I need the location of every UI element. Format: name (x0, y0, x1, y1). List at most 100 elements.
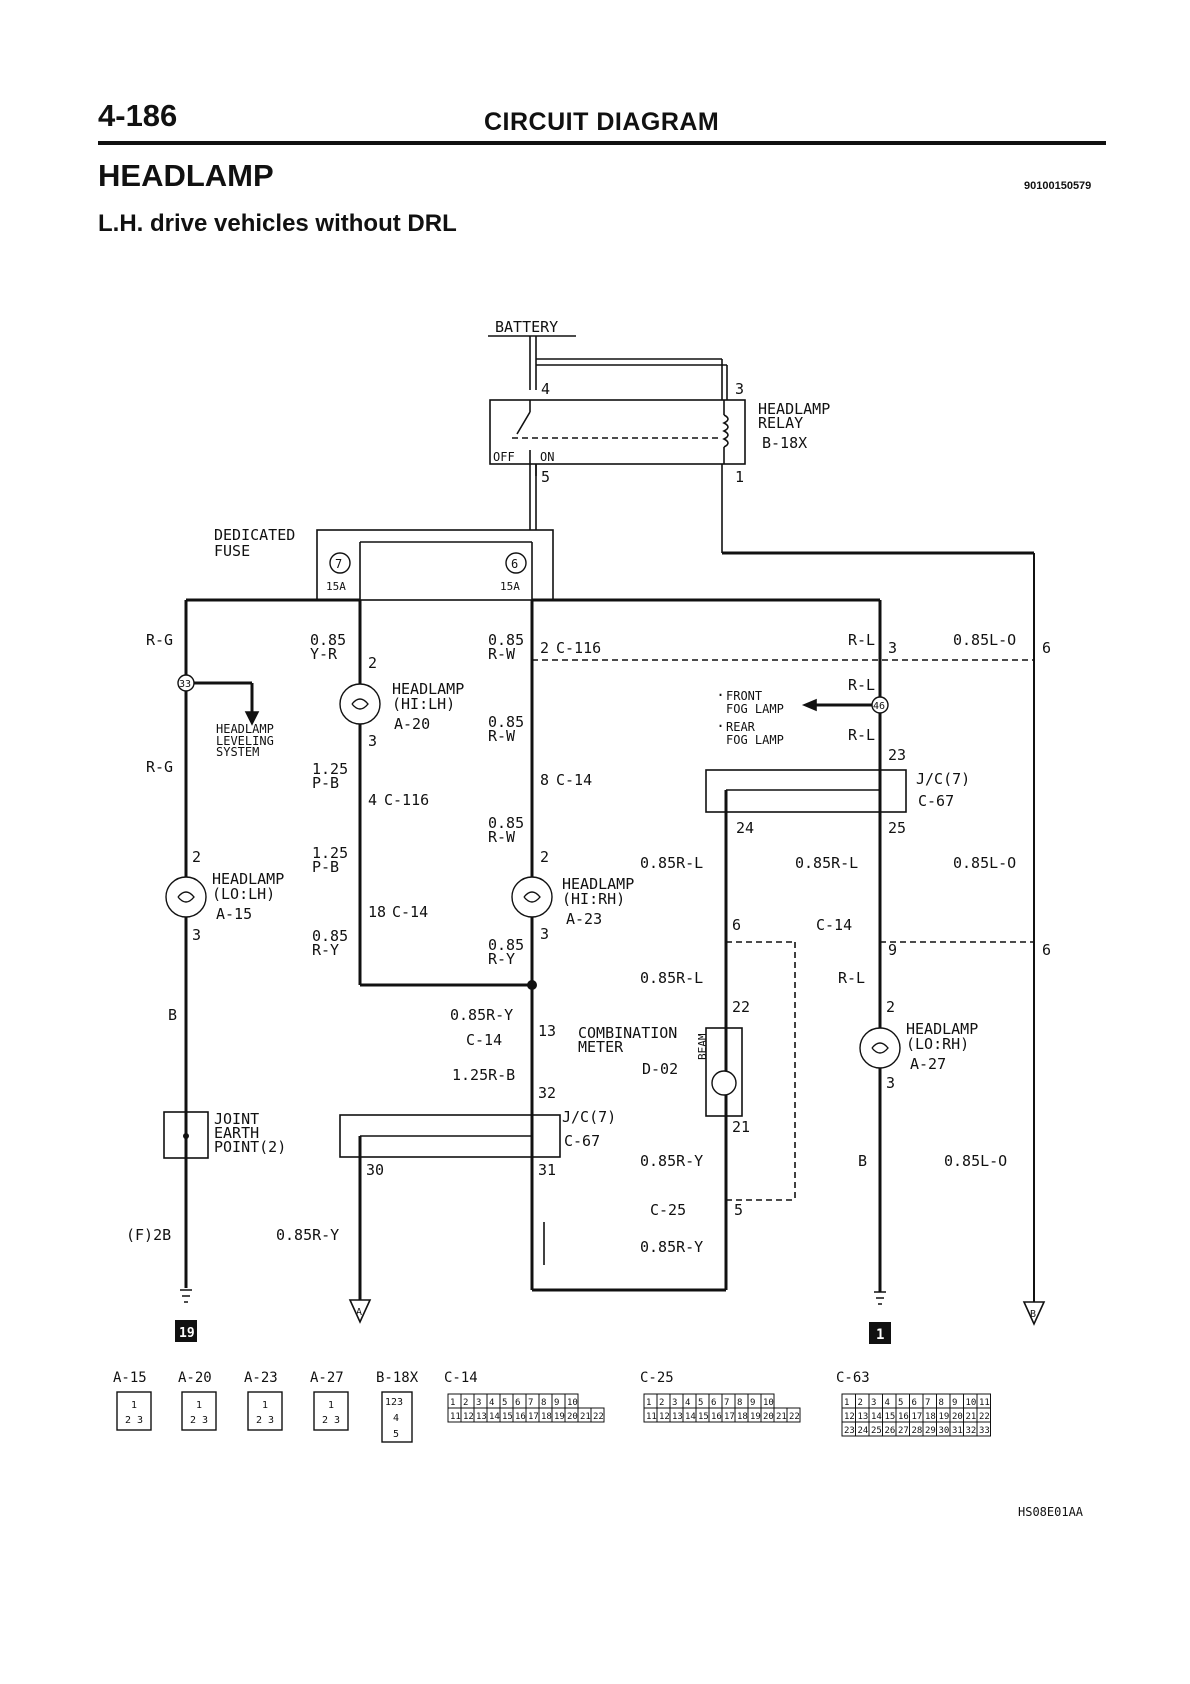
c25-pin: 5 (734, 1201, 743, 1219)
legend-relay-pin-4: 4 (393, 1413, 399, 1424)
legend-c63-pin: 20 (952, 1412, 963, 1422)
legend-c63-pin: 17 (912, 1412, 923, 1422)
legend-c25-pin: 1 (646, 1398, 651, 1408)
legend-label-a-27: A-27 (310, 1370, 344, 1386)
legend-c14-pin: 7 (528, 1398, 533, 1408)
legend-c63-pin: 10 (966, 1398, 977, 1408)
hl-lo-lh-sub: (LO:LH) (212, 885, 275, 903)
legend-c25-pin: 22 (789, 1412, 800, 1422)
legend-pin: 2 (125, 1415, 131, 1426)
fuse-name-2: FUSE (214, 542, 250, 560)
legend-c14-pin: 5 (502, 1398, 507, 1408)
legend-c63-pin: 26 (885, 1426, 896, 1436)
hl-hi-lh-pin-bot: 3 (368, 732, 377, 750)
legend-c63-pin: 31 (952, 1426, 963, 1436)
legend-c14-pin: 19 (554, 1412, 565, 1422)
hl-hi-lh-pin-top: 2 (368, 654, 377, 672)
wire-rw1-size: 0.85 (488, 631, 524, 649)
legend-c25-pin: 3 (672, 1398, 677, 1408)
meter-pin-top: 22 (732, 998, 750, 1016)
jc-upper-pin-in: 23 (888, 746, 906, 764)
wire-b-left: B (168, 1006, 177, 1024)
legend-pin: 3 (202, 1415, 208, 1426)
hl-lo-rh-pin-bot: 3 (886, 1074, 895, 1092)
fog-front-2: FOG LAMP (726, 702, 784, 716)
legend-c25-cell (786, 1407, 801, 1423)
wire-rw1-color: R-W (488, 645, 516, 663)
legend-c25-pin: 6 (711, 1398, 716, 1408)
battery-label: BATTERY (495, 318, 558, 336)
joint-earth-line1: JOINT (214, 1110, 259, 1128)
legend-connector-body (116, 1391, 152, 1431)
hl-hi-rh-pin-bot: 3 (540, 925, 549, 943)
wire-rl-1: R-L (848, 631, 875, 649)
hl-lo-rh-name: HEADLAMP (906, 1020, 978, 1038)
legend-label-a-15: A-15 (113, 1370, 147, 1386)
document-code: 90100150579 (1024, 180, 1092, 192)
wire-rl-4: R-L (838, 969, 865, 987)
wire-lo-2: 0.85L-O (953, 854, 1016, 872)
relay-on: ON (540, 450, 554, 464)
wire-ry-meter-1: 0.85R-Y (450, 1006, 513, 1024)
fog-rear-bullet: · (716, 717, 725, 735)
legend-pin: 3 (137, 1415, 143, 1426)
hl-hi-lh-name: HEADLAMP (392, 680, 464, 698)
legend-label-c-14: C-14 (444, 1370, 478, 1386)
jc-upper-name: J/C(7) (916, 770, 970, 788)
meter-beam: BEAM (696, 1033, 709, 1060)
legend-connector-body (313, 1391, 349, 1431)
legend-pin: 1 (262, 1400, 268, 1411)
legend-c63-pin: 19 (939, 1412, 950, 1422)
legend-c14-pin: 13 (476, 1412, 487, 1422)
legend-c63-pin: 14 (871, 1412, 882, 1422)
hl-lo-lh-name: HEADLAMP (212, 870, 284, 888)
wire-b-right: B (858, 1152, 867, 1170)
legend-label-a-20: A-20 (178, 1370, 212, 1386)
jc-upper-connector: C-67 (918, 792, 954, 810)
fuse-6-amp: 15A (500, 580, 520, 593)
ground-left-id: 19 (179, 1326, 195, 1341)
section-title: CIRCUIT DIAGRAM (484, 108, 720, 136)
legend-c25-pin: 5 (698, 1398, 703, 1408)
legend-c63-pin: 15 (885, 1412, 896, 1422)
legend-c63-pin: 32 (966, 1426, 977, 1436)
legend-c63-pin: 16 (898, 1412, 909, 1422)
wire-pb2-color: P-B (312, 858, 339, 876)
legend-c25-pin: 18 (737, 1412, 748, 1422)
c14-c-connector: C-14 (466, 1031, 502, 1049)
meter-pin-bot: 21 (732, 1118, 750, 1136)
c116-b-pin: 4 (368, 791, 377, 809)
wire-ry2-size: 0.85 (488, 936, 524, 954)
legend-pin: 2 (190, 1415, 196, 1426)
legend-c63-pin: 6 (912, 1398, 917, 1408)
legend-label-a-23: A-23 (244, 1370, 278, 1386)
legend-c63-pin: 23 (844, 1426, 855, 1436)
legend-c63-pin: 7 (925, 1398, 930, 1408)
legend-c63-pin: 18 (925, 1412, 936, 1422)
legend-c63-pin: 22 (979, 1412, 990, 1422)
wire-rw2-size: 0.85 (488, 713, 524, 731)
fuse-name-1: DEDICATED (214, 526, 295, 544)
hl-hi-rh-name: HEADLAMP (562, 875, 634, 893)
legend-c63-pin: 1 (844, 1398, 849, 1408)
fuse-6-number: 6 (511, 557, 518, 571)
hl-hi-lh-connector: A-20 (394, 715, 430, 733)
wire-rw3-size: 0.85 (488, 814, 524, 832)
legend-relay-body (381, 1391, 413, 1443)
jc-lower-pin-in: 32 (538, 1084, 556, 1102)
c14-b-connector: C-14 (392, 903, 428, 921)
legend-c63-pin: 33 (979, 1426, 990, 1436)
legend-c25-pin: 20 (763, 1412, 774, 1422)
wire-ry-a: 0.85R-Y (276, 1226, 339, 1244)
hl-hi-lh-sub: (HI:LH) (392, 695, 455, 713)
legend-c63-pin: 11 (979, 1398, 990, 1408)
hl-lo-rh-pin-top: 2 (886, 998, 895, 1016)
header-rule (98, 141, 1106, 145)
legend-c63-pin: 4 (885, 1398, 890, 1408)
legend-c14-pin: 2 (463, 1398, 468, 1408)
legend-pin: 1 (131, 1400, 137, 1411)
fuse-7-amp: 15A (326, 580, 346, 593)
hl-hi-rh-pin-top: 2 (540, 848, 549, 866)
hl-lo-rh-sub: (LO:RH) (906, 1035, 969, 1053)
wire-yr-color: Y-R (310, 645, 338, 663)
